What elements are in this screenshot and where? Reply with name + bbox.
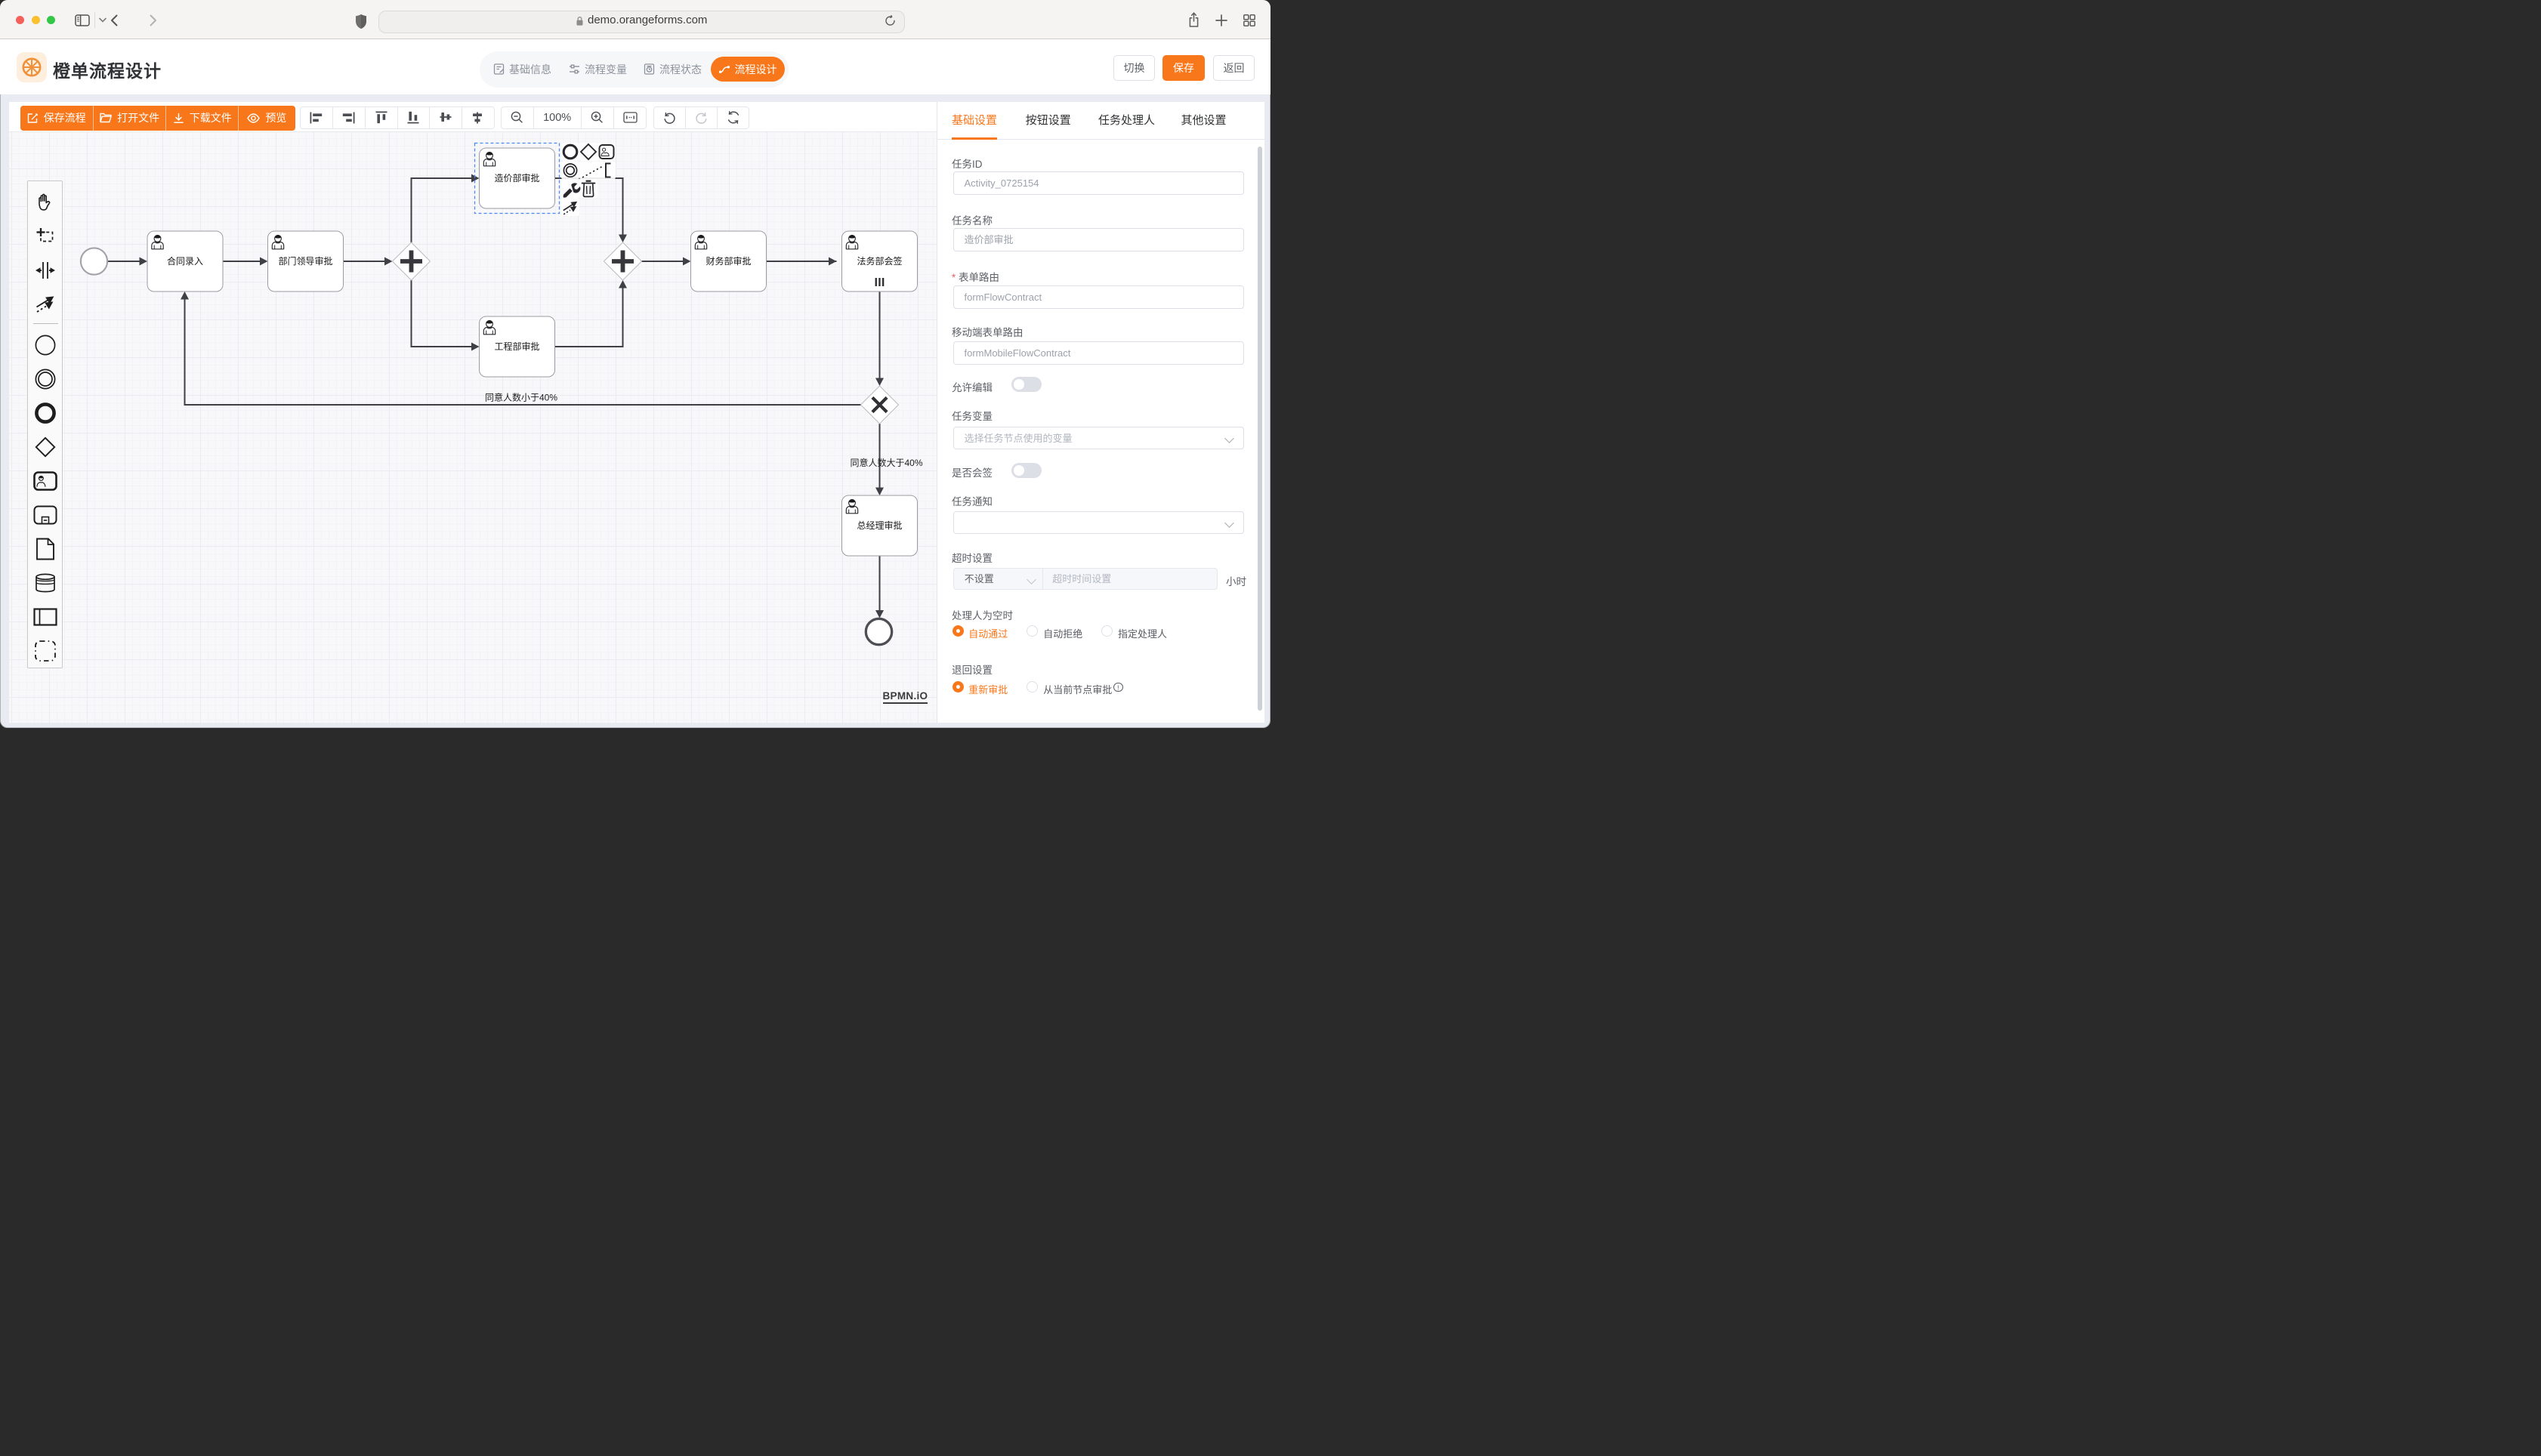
svg-text:法务部会签: 法务部会签 xyxy=(857,255,902,267)
svg-text:财务部审批: 财务部审批 xyxy=(705,255,751,267)
svg-text:同意人数小于40%: 同意人数小于40% xyxy=(484,392,557,403)
svg-text:部门领导审批: 部门领导审批 xyxy=(278,255,332,267)
svg-text:工程部审批: 工程部审批 xyxy=(494,341,539,352)
svg-text:合同录入: 合同录入 xyxy=(166,255,202,267)
svg-text:造价部审批: 造价部审批 xyxy=(494,172,539,184)
svg-text:总经理审批: 总经理审批 xyxy=(857,520,902,531)
svg-text:同意人数大于40%: 同意人数大于40% xyxy=(850,457,922,468)
